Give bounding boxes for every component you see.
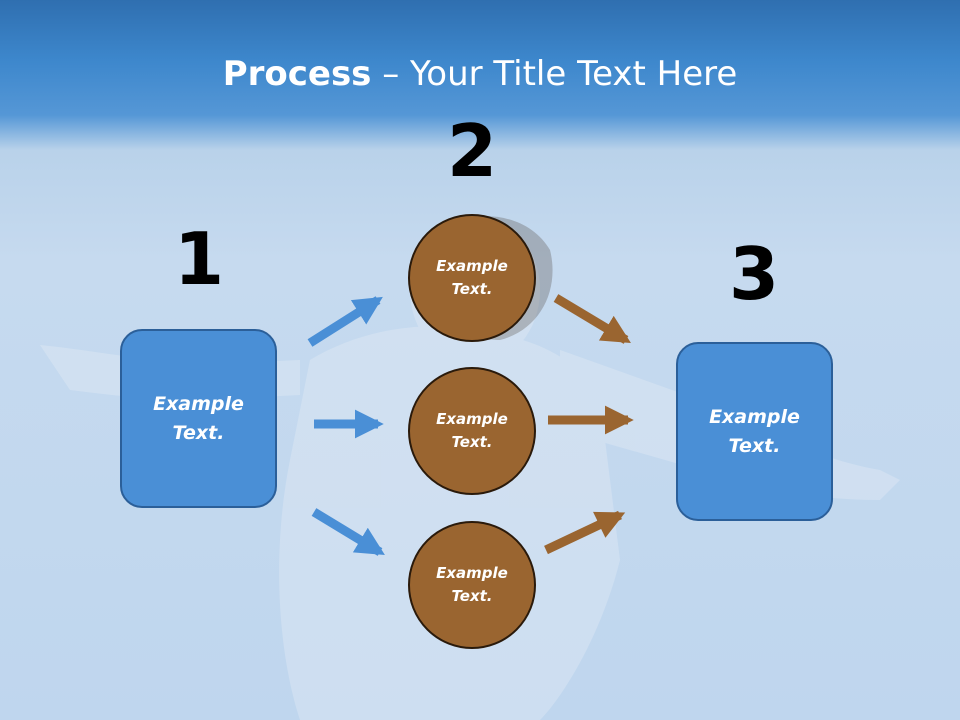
step-number-3: 3 [728,232,780,316]
left-box: Example Text. [120,329,277,508]
arrow-box-to-circle-top [307,296,383,347]
circle-bottom: Example Text. [408,521,536,649]
left-box-text: Example Text. [153,392,244,444]
circle-top-text: Example Text. [436,257,508,298]
title-rest: – Your Title Text Here [371,54,738,94]
circle-bottom-text: Example Text. [436,564,508,605]
arrow-box-to-circle-bottom [311,508,385,556]
arrow-circle-top-to-box [553,294,631,344]
slide-title: Process – Your Title Text Here [0,52,960,96]
step-number-1: 1 [173,217,225,301]
title-bold: Process [222,54,372,94]
step-number-2: 2 [446,109,498,193]
arrow-circle-bottom-to-box [544,510,626,555]
right-box: Example Text. [676,342,833,521]
circle-middle-text: Example Text. [436,410,508,451]
right-box-text: Example Text. [709,405,800,457]
circle-middle: Example Text. [408,367,536,495]
circle-top: Example Text. [408,214,536,342]
